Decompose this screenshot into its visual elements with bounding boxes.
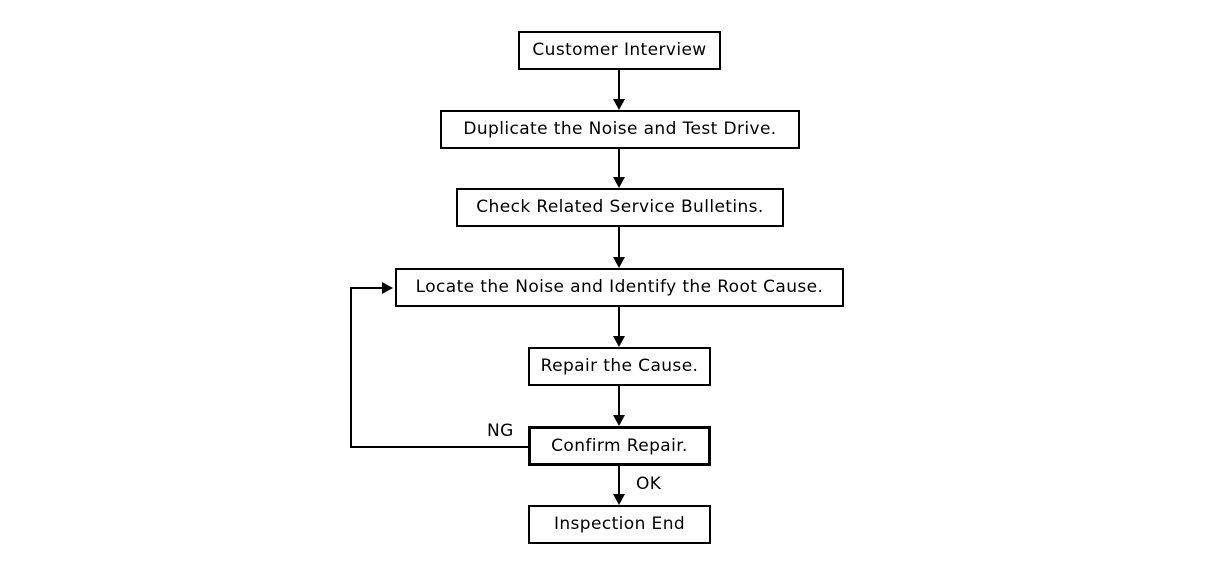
arrowhead-ng-loop (382, 282, 393, 294)
arrowhead-interview-to-duplicate (613, 99, 625, 110)
node-check-bulletins: Check Related Service Bulletins. (456, 188, 784, 227)
node-repair-cause: Repair the Cause. (528, 347, 711, 386)
arrowhead-repair-to-confirm (613, 415, 625, 426)
node-locate-noise: Locate the Noise and Identify the Root C… (395, 268, 844, 307)
arrowhead-confirm-to-end (613, 494, 625, 505)
edge-label-ok: OK (636, 474, 662, 494)
edge-label-ng: NG (487, 421, 514, 441)
ng-loop-vertical (350, 287, 352, 448)
node-customer-interview: Customer Interview (518, 31, 721, 70)
node-inspection-end-label: Inspection End (553, 514, 686, 534)
ng-loop-horizontal-bottom (350, 446, 530, 448)
node-confirm-repair: Confirm Repair. (528, 426, 711, 466)
connector-interview-to-duplicate (618, 70, 620, 99)
node-duplicate-noise-label: Duplicate the Noise and Test Drive. (463, 119, 777, 139)
node-duplicate-noise: Duplicate the Noise and Test Drive. (440, 110, 800, 149)
connector-locate-to-repair (618, 307, 620, 336)
node-locate-noise-label: Locate the Noise and Identify the Root C… (415, 277, 824, 297)
connector-confirm-to-end (618, 466, 620, 494)
ng-loop-horizontal-top (350, 287, 382, 289)
node-repair-cause-label: Repair the Cause. (540, 356, 699, 376)
node-check-bulletins-label: Check Related Service Bulletins. (476, 197, 764, 217)
node-inspection-end: Inspection End (528, 505, 711, 544)
node-customer-interview-label: Customer Interview (532, 40, 707, 60)
arrowhead-locate-to-repair (613, 336, 625, 347)
connector-duplicate-to-bulletins (618, 149, 620, 177)
connector-bulletins-to-locate (618, 227, 620, 257)
node-confirm-repair-label: Confirm Repair. (551, 435, 688, 456)
connector-repair-to-confirm (618, 386, 620, 415)
arrowhead-bulletins-to-locate (613, 257, 625, 268)
arrowhead-duplicate-to-bulletins (613, 177, 625, 188)
